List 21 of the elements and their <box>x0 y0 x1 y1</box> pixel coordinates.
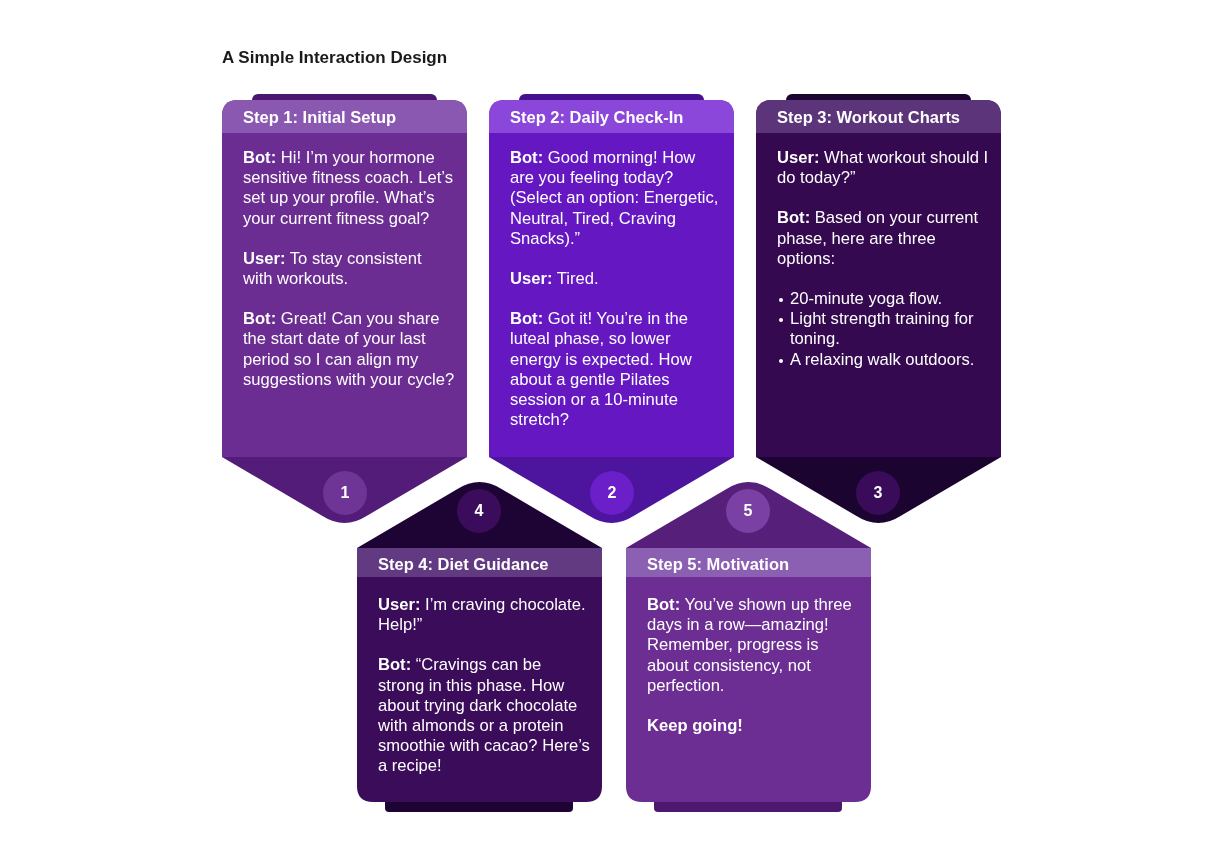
dialogue-text: Bot: Got it! You’re in the luteal phase, so lower energy is expected. How about a gentle Pilates session or a 10-minute stretch? <box>510 309 693 431</box>
dialogue-text: User: I’m craving chocolate. Help!” <box>378 595 587 636</box>
dialogue-text: Bot: Great! Can you share the start date of your last period so I can align my suggestions with your cycle? <box>243 309 455 391</box>
dialogue-text: Keep going! <box>647 716 744 737</box>
dialogue-text: User: To stay consistent with workouts. <box>243 248 423 290</box>
dialogue-text: Bot: Hi! I’m your hormone sensitive fitness coach. Let’s set up your profile. What’s your current fitness goal? <box>243 148 454 229</box>
dialogue-text: User: What workout should I do today?” <box>777 148 989 189</box>
bullet-text: 20-minute yoga flow. <box>790 289 943 308</box>
bullet-text: Light strength training for toning. <box>790 309 974 349</box>
step-heading: Step 4: Diet Guidance <box>378 555 549 574</box>
step-heading: Step 2: Daily Check-In <box>510 108 684 127</box>
dialogue-text: Bot: You’ve shown up three days in a row—amazing! Remember, progress is about consistency, not perfection. <box>647 595 853 696</box>
step-heading: Step 1: Initial Setup <box>243 108 397 127</box>
dialogue-text: Bot: Based on your current phase, here are three options: <box>777 208 980 269</box>
dialogue-text: Bot: Good morning! How are you feeling today? (Select an option: Energetic, Neutral, Tired, Craving Snacks).” <box>510 148 720 249</box>
dialogue-text: User: Tired. <box>510 269 600 290</box>
diagram-title: A Simple Interaction Design <box>222 48 448 68</box>
dialogue-text: Bot: “Cravings can be strong in this phase. How about trying dark chocolate with almonds or a protein smoothie with cacao? Here’s a recipe! <box>378 655 590 777</box>
step-heading: Step 3: Workout Charts <box>777 108 961 127</box>
bullet-text: A relaxing walk outdoors. <box>790 349 975 369</box>
step-heading: Step 5: Motivation <box>647 555 790 574</box>
